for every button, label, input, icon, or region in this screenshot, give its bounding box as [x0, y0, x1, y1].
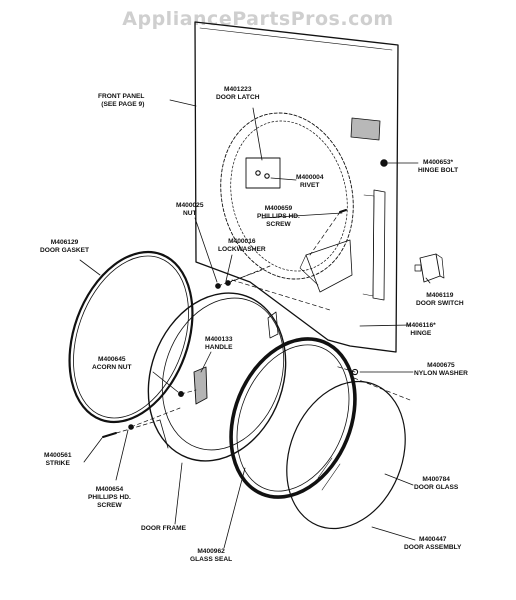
label-hinge: M406116* HINGE: [406, 322, 436, 337]
label-door-latch: M401223 DOOR LATCH: [216, 86, 260, 101]
label-door-glass: M400784 DOOR GLASS: [414, 476, 459, 491]
label-front-panel: FRONT PANEL (See Page 9): [98, 93, 145, 108]
door-gasket-part: [68, 250, 194, 424]
label-acorn-nut: M400645 ACORN NUT: [92, 356, 132, 371]
door-latch-part: [245, 157, 281, 189]
label-hinge-bolt: M400653* HINGE BOLT: [418, 159, 459, 174]
handle-part: [193, 366, 208, 405]
door-glass-part: [286, 380, 406, 530]
alignment-lines: [102, 211, 411, 438]
label-door-switch: M406119 DOOR SWITCH: [416, 292, 464, 307]
label-door-gasket: M406129 DOOR GASKET: [40, 239, 90, 254]
label-door-frame: DOOR FRAME: [141, 525, 187, 532]
label-lockwasher: M400016 LOCKWASHER: [218, 238, 266, 253]
label-handle: M400133 HANDLE: [205, 336, 233, 351]
label-rivet: M400004 RIVET: [296, 174, 324, 189]
glass-seal-part: [229, 337, 357, 499]
label-phillips-screw-bottom: M400654 PHILLIPS HD. SCREW: [88, 486, 131, 509]
front-panel-part: [194, 21, 399, 353]
label-strike: M400561 STRIKE: [44, 452, 72, 467]
door-frame-part: [147, 292, 287, 462]
door-switch-part: [414, 253, 445, 283]
watermark: AppliancePartsPros.com: [122, 8, 394, 30]
label-phillips-screw-top: M400659 PHILLIPS HD. SCREW: [257, 205, 300, 228]
label-glass-seal: M400962 GLASS SEAL: [190, 548, 233, 563]
leader-lines: [79, 99, 431, 549]
label-nylon-washer: M400675 NYLON WASHER: [414, 362, 468, 377]
hinge-bolt-part: [380, 159, 388, 167]
label-door-assembly: M400447 DOOR ASSEMBLY: [404, 536, 462, 551]
label-nut: M400025 NUT: [176, 202, 204, 217]
